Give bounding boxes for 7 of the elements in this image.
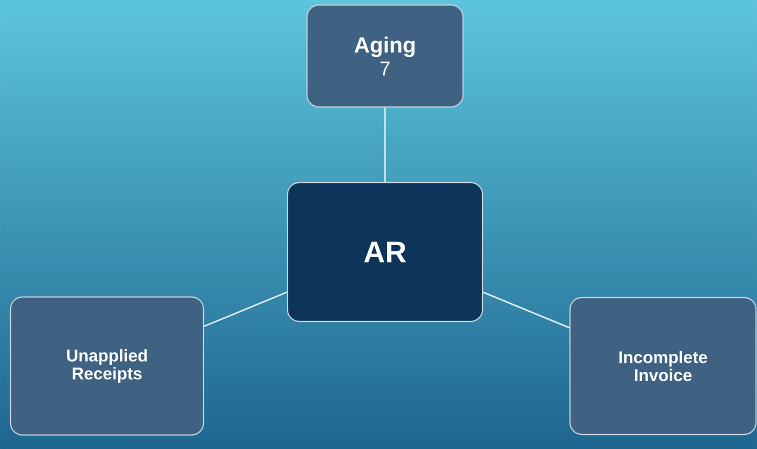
box: Unapplied Receipts (10, 296, 204, 436)
box: Incomplete Invoice (569, 296, 757, 436)
connector-line (204, 291, 288, 328)
box: AR (286, 182, 484, 322)
connector-line (384, 108, 386, 182)
box: Aging 7 (306, 4, 464, 108)
connector-line (482, 292, 570, 328)
